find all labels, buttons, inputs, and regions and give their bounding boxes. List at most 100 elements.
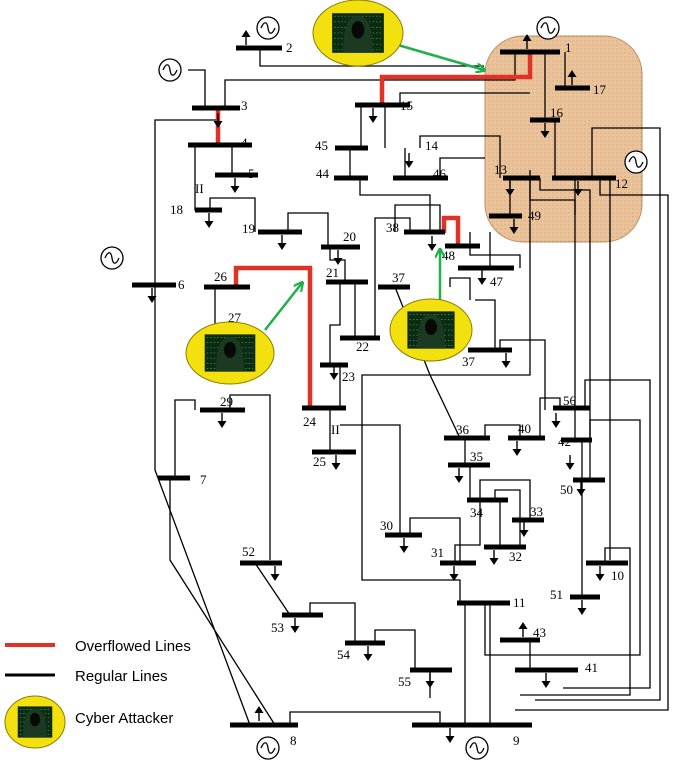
load-arrow-icon — [595, 566, 605, 581]
bus-label: 35 — [470, 449, 483, 464]
bus-label: 33 — [530, 504, 543, 519]
load-arrow-icon — [368, 108, 378, 123]
cyber-attackers — [4, 0, 473, 749]
bus-label: 22 — [356, 339, 369, 354]
bus-label: 37 — [462, 354, 476, 369]
load-arrow-icon — [213, 113, 223, 128]
bus-label: 56 — [563, 393, 577, 408]
bus-label: 48 — [442, 248, 455, 263]
bus-label: 38 — [386, 220, 399, 235]
load-arrow-icon — [147, 288, 157, 303]
generators — [100, 16, 648, 760]
load-arrow-icon — [399, 538, 409, 553]
hacker-icon — [312, 0, 404, 67]
bus-label: 3 — [241, 98, 248, 113]
bus-label: 24 — [303, 414, 317, 429]
bus-label: 30 — [380, 518, 393, 533]
bus-label: 15 — [400, 98, 413, 113]
bus-label: 52 — [242, 544, 255, 559]
load-arrow-icon — [565, 455, 575, 470]
target-region-highlight — [484, 35, 643, 243]
load-arrow-icon — [577, 600, 587, 615]
load-arrow-icon — [270, 566, 280, 581]
load-arrow-icon — [290, 618, 300, 633]
source-arrow-icon — [254, 706, 264, 721]
load-arrow-icon — [445, 728, 455, 743]
load-arrow-icon — [477, 270, 487, 285]
attack-arrow-2 — [264, 283, 302, 331]
bus-label: 16 — [550, 105, 564, 120]
load-arrow-icon — [454, 468, 464, 483]
bus-label: 26 — [214, 269, 228, 284]
load-arrow-icon — [333, 250, 343, 265]
bus-label: 53 — [271, 620, 284, 635]
generator-icon — [256, 16, 280, 40]
load-arrow-icon — [331, 455, 341, 470]
bus-label: 5 — [248, 166, 255, 181]
hacker-icon — [389, 298, 473, 362]
load-arrow-icon — [425, 673, 435, 688]
bus-bars — [132, 45, 628, 728]
bus-label: 25 — [313, 454, 326, 469]
bus-label: 17 — [593, 82, 607, 97]
bus-label: 29 — [220, 394, 233, 409]
load-arrow-icon — [404, 153, 414, 168]
bus-label: 14 — [425, 138, 439, 153]
load-arrow-icon — [505, 181, 515, 196]
load-arrow-icon — [551, 413, 561, 428]
bus-label: 44 — [316, 166, 330, 181]
bus-label: 31 — [431, 545, 444, 560]
bus-label: 11 — [513, 595, 526, 610]
bus-label: 55 — [398, 674, 411, 689]
generator-icon — [256, 736, 280, 760]
bus-label: 32 — [509, 549, 522, 564]
bus-label: 23 — [342, 369, 355, 384]
line-marker-label: II — [195, 181, 204, 196]
load-arrow-icon — [489, 550, 499, 565]
hacker-icon — [4, 695, 66, 749]
bus-label: 37 — [392, 270, 406, 285]
bus-label: 10 — [611, 568, 624, 583]
attack-arrow-1 — [397, 43, 484, 70]
legend-regular-label: Regular Lines — [75, 668, 168, 685]
load-arrow-icon — [427, 236, 437, 251]
load-arrow-icon — [277, 235, 287, 250]
bus-label: 6 — [178, 277, 185, 292]
load-arrow-icon — [540, 123, 550, 138]
bus-label: 36 — [456, 422, 470, 437]
bus-label: 7 — [200, 472, 207, 487]
load-arrow-icon — [217, 413, 227, 428]
generator-icon — [536, 16, 560, 40]
bus-label: 27 — [228, 310, 242, 325]
bus-label: 13 — [494, 162, 507, 177]
load-arrow-icon — [509, 219, 519, 234]
load-arrow-icon — [541, 673, 551, 688]
load-arrow-icon — [230, 178, 240, 193]
load-arrow-icon — [501, 353, 511, 368]
load-arrow-icon — [573, 181, 583, 196]
attack-arrows — [264, 43, 484, 331]
bus-label: 46 — [433, 166, 447, 181]
bus-label: 34 — [470, 505, 484, 520]
load-arrow-icon — [449, 566, 459, 581]
regular-lines — [154, 48, 669, 726]
bus-label: 51 — [550, 587, 563, 602]
bus-label: 18 — [170, 202, 183, 217]
source-arrow-icon — [567, 70, 577, 85]
bus-label: 19 — [242, 221, 255, 236]
source-arrow-icon — [522, 34, 532, 49]
bus-label: 54 — [337, 647, 351, 662]
load-arrow-icon — [576, 481, 586, 496]
load-arrows — [147, 30, 605, 743]
load-arrow-icon — [519, 522, 529, 537]
bus-label: 41 — [585, 660, 598, 675]
bus-label: 45 — [315, 138, 328, 153]
bus-label: 8 — [290, 733, 297, 748]
bus-label: 40 — [518, 421, 531, 436]
generator-icon — [158, 58, 182, 82]
legend: Overflowed Lines Regular Lines Cyber Att… — [5, 638, 191, 727]
bus-label: 50 — [560, 482, 573, 497]
load-arrow-icon — [363, 646, 373, 661]
source-arrow-icon — [241, 30, 251, 45]
